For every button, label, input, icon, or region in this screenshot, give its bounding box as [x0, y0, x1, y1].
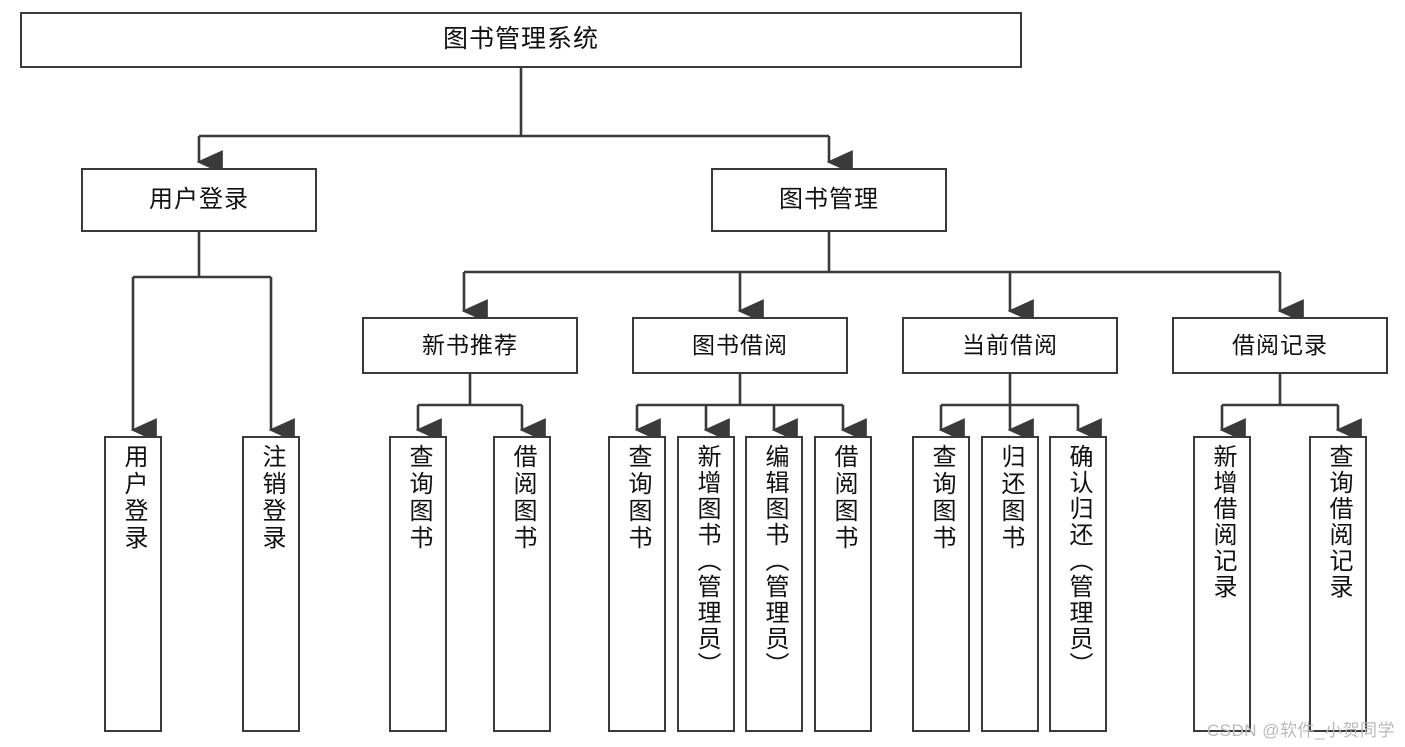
node-root-label: 图书管理系统 [442, 25, 599, 54]
node-current-borrow[interactable]: 当前借阅 [902, 317, 1118, 374]
node-leaf-confirm-return-label: 确认归还（管理员） [1065, 444, 1092, 678]
node-leaf-query-record-label: 查询借阅记录 [1325, 444, 1352, 600]
node-book-borrow[interactable]: 图书借阅 [632, 317, 848, 374]
node-book-manage[interactable]: 图书管理 [711, 168, 947, 232]
node-borrow-record[interactable]: 借阅记录 [1172, 317, 1388, 374]
node-leaf-borrow-book-2[interactable]: 借阅图书 [814, 436, 872, 732]
node-root[interactable]: 图书管理系统 [20, 12, 1022, 68]
node-book-manage-label: 图书管理 [779, 185, 879, 213]
node-leaf-add-record-label: 新增借阅记录 [1209, 444, 1236, 600]
node-leaf-query-book-3-label: 查询图书 [928, 444, 955, 552]
node-leaf-query-record[interactable]: 查询借阅记录 [1309, 436, 1367, 732]
node-leaf-borrow-book-1-label: 借阅图书 [509, 444, 536, 552]
node-leaf-query-book-2[interactable]: 查询图书 [608, 436, 666, 732]
node-leaf-return-book-label: 归还图书 [997, 444, 1024, 552]
node-leaf-add-book-label: 新增图书（管理员） [693, 444, 720, 678]
node-leaf-user-logout[interactable]: 注销登录 [242, 436, 300, 732]
node-new-book-rec-label: 新书推荐 [422, 331, 518, 358]
node-leaf-add-record[interactable]: 新增借阅记录 [1193, 436, 1251, 732]
node-leaf-query-book-2-label: 查询图书 [624, 444, 651, 552]
node-leaf-query-book-3[interactable]: 查询图书 [912, 436, 970, 732]
node-user-login-label: 用户登录 [149, 185, 249, 213]
node-leaf-borrow-book-1[interactable]: 借阅图书 [493, 436, 551, 732]
node-leaf-user-login[interactable]: 用户登录 [104, 436, 162, 732]
node-new-book-rec[interactable]: 新书推荐 [362, 317, 578, 374]
node-leaf-user-login-label: 用户登录 [120, 444, 147, 552]
node-user-login[interactable]: 用户登录 [81, 168, 317, 232]
node-book-borrow-label: 图书借阅 [692, 331, 788, 358]
node-current-borrow-label: 当前借阅 [962, 331, 1058, 358]
node-leaf-query-book-1-label: 查询图书 [405, 444, 432, 552]
node-leaf-query-book-1[interactable]: 查询图书 [389, 436, 447, 732]
node-borrow-record-label: 借阅记录 [1232, 331, 1328, 358]
node-leaf-return-book[interactable]: 归还图书 [981, 436, 1039, 732]
node-leaf-edit-book[interactable]: 编辑图书（管理员） [745, 436, 803, 732]
node-leaf-edit-book-label: 编辑图书（管理员） [761, 444, 788, 678]
node-leaf-confirm-return[interactable]: 确认归还（管理员） [1049, 436, 1107, 732]
csdn-watermark: CSDN @软件_小贺同学 [1206, 721, 1395, 740]
node-leaf-borrow-book-2-label: 借阅图书 [830, 444, 857, 552]
node-leaf-add-book[interactable]: 新增图书（管理员） [677, 436, 735, 732]
node-leaf-user-logout-label: 注销登录 [258, 444, 285, 552]
